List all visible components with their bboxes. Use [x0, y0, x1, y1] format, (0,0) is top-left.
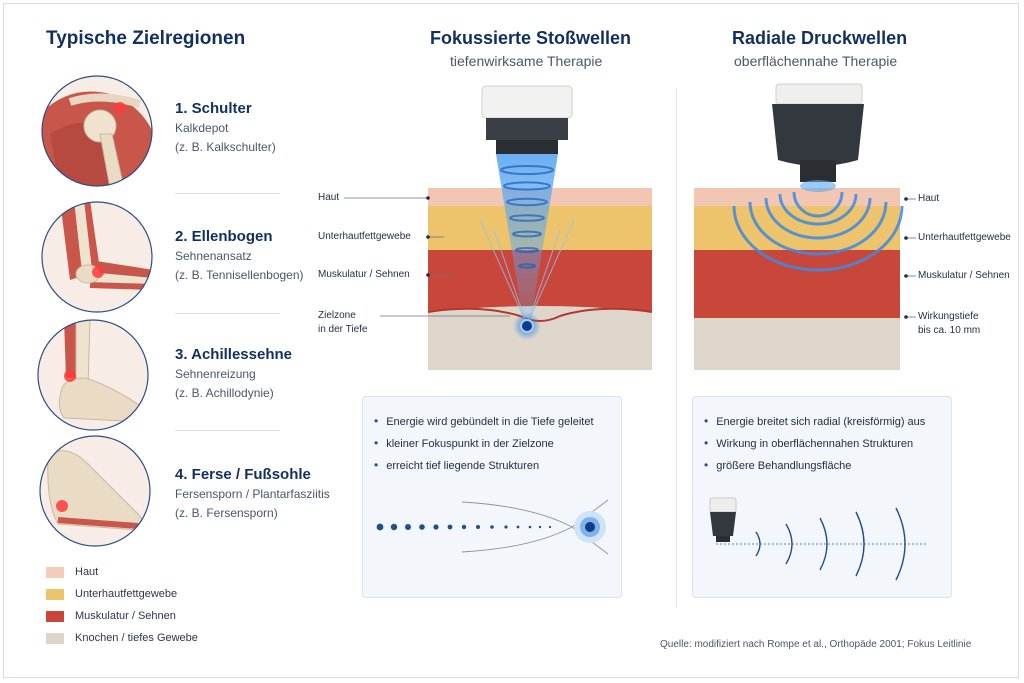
radial-bullet-text: Energie breitet sich radial (kreisförmig… [716, 416, 926, 428]
focused-wave-icon [376, 499, 609, 555]
focused-bullet: • erreicht tief liegende Strukturen [374, 458, 539, 472]
region-name-elbow: 2. Ellenbogen [175, 228, 273, 245]
focused-label-fat: Unterhautfettgewebe [318, 231, 411, 242]
legend-swatch-fat [46, 589, 64, 600]
legend-swatch-skin [46, 567, 64, 578]
region-desc-elbow: Sehnenansatz [175, 249, 252, 263]
radial-tissue-diagram [694, 83, 904, 370]
radial-bullet-text: Wirkung in oberflächennahen Strukturen [716, 438, 914, 450]
bullet-dot-icon: • [704, 436, 709, 450]
region-desc-shoulder: Kalkdepot [175, 121, 229, 135]
legend-label-fat: Unterhautfettgewebe [75, 588, 178, 600]
radial-label-fat: Unterhautfettgewebe [918, 232, 1011, 243]
bullet-dot-icon: • [374, 458, 379, 472]
focused-subtitle: tiefenwirksame Therapie [450, 53, 603, 69]
focused-info-box [362, 396, 622, 598]
region-name-achilles: 3. Achillessehne [175, 346, 292, 363]
page-frame [3, 3, 1019, 678]
radial-label-depth: Wirkungstiefe [918, 311, 979, 322]
legend-label-muscle: Muskulatur / Sehnen [75, 610, 176, 622]
heel-illustration [39, 435, 151, 547]
radial-leader-lines [904, 197, 916, 319]
legend-swatch-muscle [46, 611, 64, 622]
radial-wave-icon [709, 497, 928, 581]
focused-tissue-diagram [427, 85, 653, 370]
focused-label-target-depth: in der Tiefe [318, 324, 368, 335]
shoulder-illustration [41, 75, 153, 187]
radial-bullet: • Wirkung in oberflächennahen Strukturen [704, 436, 913, 450]
radial-bullet: • Energie breitet sich radial (kreisförmi… [704, 414, 925, 428]
radial-bullet-text: größere Behandlungsfläche [716, 460, 852, 472]
bullet-dot-icon: • [704, 414, 709, 428]
source-citation: Quelle: modifiziert nach Rompe et al., O… [660, 639, 972, 650]
radial-label-skin: Haut [918, 193, 940, 204]
elbow-illustration [41, 201, 153, 313]
radial-bullet: • größere Behandlungsfläche [704, 458, 851, 472]
focused-bullet-text: kleiner Fokuspunkt in der Zielzone [386, 438, 554, 450]
region-name-heel: 4. Ferse / Fußsohle [175, 466, 311, 483]
separator [175, 193, 280, 194]
radial-label-muscle: Muskulatur / Sehnen [918, 270, 1010, 281]
region-example-achilles: (z. B. Achillodynie) [175, 386, 274, 400]
focused-label-target: Zielzone [318, 310, 356, 321]
radial-subtitle: oberflächennahe Therapie [734, 53, 898, 69]
region-name-shoulder: 1. Schulter [175, 100, 252, 117]
radial-label-depth-value: bis ca. 10 mm [918, 325, 981, 336]
region-desc-heel: Fersensporn / Plantarfasziitis [175, 487, 330, 501]
region-example-elbow: (z. B. Tennisellenbogen) [175, 268, 304, 282]
column-divider [676, 88, 677, 608]
focused-label-muscle: Muskulatur / Sehnen [318, 269, 410, 280]
bullet-dot-icon: • [704, 458, 709, 472]
bullet-dot-icon: • [374, 436, 379, 450]
focused-bullet: • Energie wird gebündelt in die Tiefe gel… [374, 414, 594, 428]
region-example-heel: (z. B. Fersensporn) [175, 506, 278, 520]
legend-label-bone: Knochen / tiefes Gewebe [75, 632, 198, 644]
focused-leader-lines [344, 196, 510, 317]
focused-bullet-text: Energie wird gebündelt in die Tiefe gele… [386, 416, 594, 428]
achilles-illustration [37, 319, 149, 431]
separator [175, 313, 280, 314]
separator [175, 430, 280, 431]
region-example-shoulder: (z. B. Kalkschulter) [175, 140, 276, 154]
focused-bullet-text: erreicht tief liegende Strukturen [386, 460, 540, 472]
legend-label-skin: Haut [75, 566, 99, 578]
region-desc-achilles: Sehnenreizung [175, 367, 256, 381]
focused-label-skin: Haut [318, 192, 340, 203]
left-heading: Typische Zielregionen [46, 28, 246, 49]
bullet-dot-icon: • [374, 414, 379, 428]
radial-title: Radiale Druckwellen [732, 28, 908, 48]
focused-title: Fokussierte Stoßwellen [430, 28, 632, 48]
legend-swatch-bone [46, 633, 64, 644]
focused-bullet: • kleiner Fokuspunkt in der Zielzone [374, 436, 554, 450]
